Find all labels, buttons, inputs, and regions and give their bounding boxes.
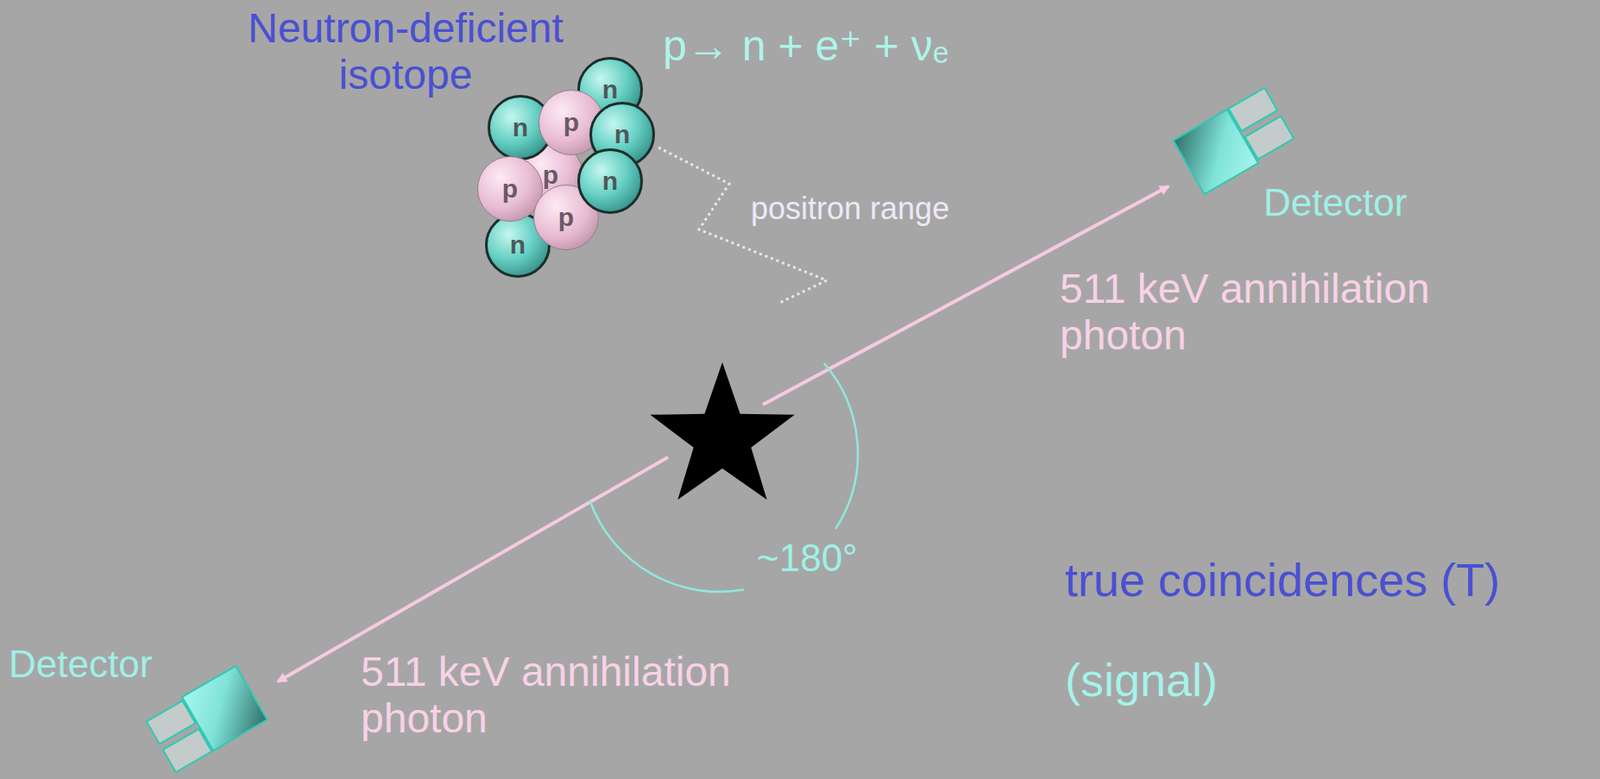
annihilation-star [649,362,794,500]
detector-label: Detector [1263,181,1407,225]
signal-note: (signal) [1064,654,1218,706]
photon-ray [277,457,668,682]
coincidence-type: true coincidences (T) [1064,554,1500,606]
neutron-ball: n [577,148,643,215]
particle-letter: n [602,75,618,105]
positron-range-label: positron range [750,191,950,227]
particle-letter: n [602,166,618,196]
detector: Detector [1263,181,1407,225]
angle-label: ~180° [756,536,858,580]
particle-letter: p [502,174,518,204]
isotope-label: Neutron-deficient isotope [207,5,605,99]
particle-letter: p [558,202,574,233]
particle-letter: n [510,230,526,260]
angle-arc [824,363,858,530]
detector-icon [144,666,268,773]
angle-arc [590,501,744,593]
particle-letter: n [512,113,529,143]
photon-label: 511 keV annihilation photon [1059,265,1492,360]
decay-equation: p→ n + e⁺ + νₑ [662,21,949,70]
detector-icon [1173,88,1297,195]
detector: Detector [8,642,152,687]
photon-label: 511 keV annihilation photon [360,648,793,743]
particle-letter: n [614,119,630,150]
particle-letter: p [563,107,580,138]
detector-label: Detector [8,642,152,687]
